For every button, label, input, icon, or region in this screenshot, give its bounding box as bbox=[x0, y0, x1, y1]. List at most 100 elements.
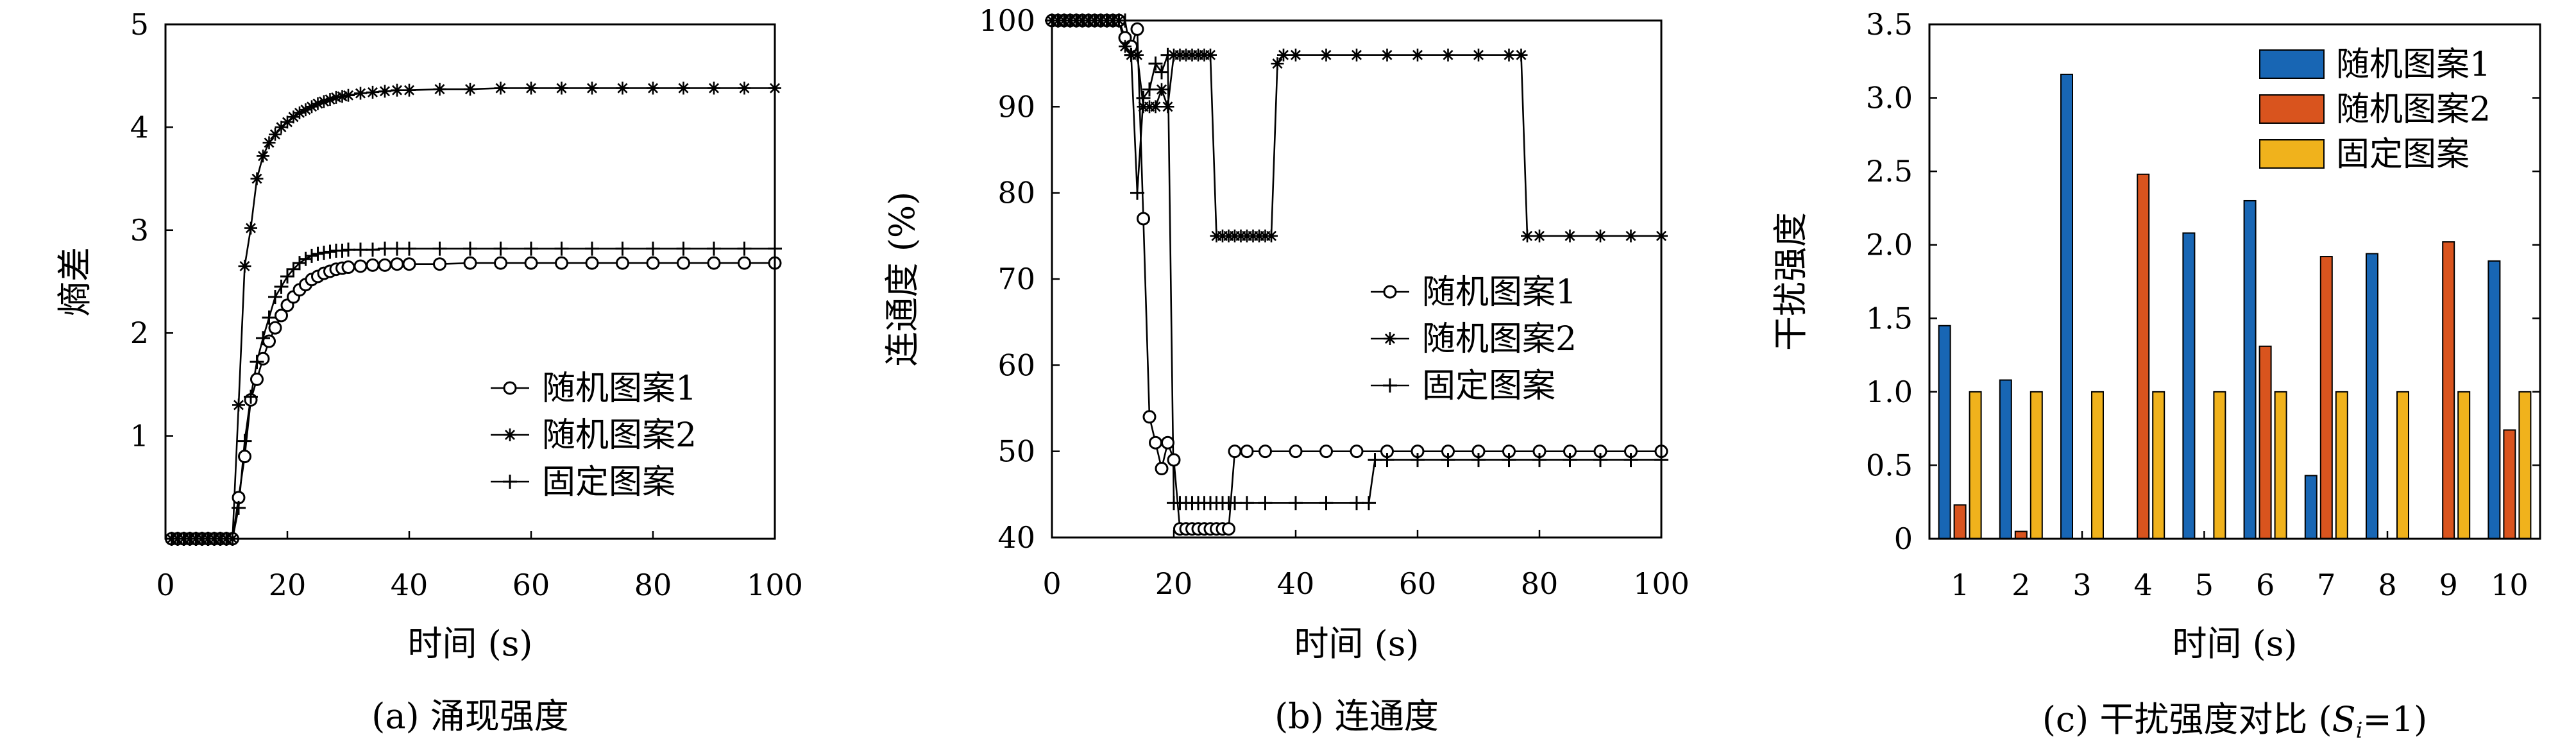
b-y-tick-label: 100 bbox=[979, 3, 1035, 38]
b-series-1-point-arm bbox=[1291, 49, 1301, 60]
a-caption: (a) 涌现强度 bbox=[371, 696, 569, 736]
a-series-2-point bbox=[244, 389, 258, 404]
b-series-0-point bbox=[1258, 444, 1272, 459]
a-series-2-point bbox=[262, 310, 276, 325]
a-series-1-point-arm bbox=[343, 90, 353, 101]
b-series-2-point bbox=[1593, 453, 1607, 468]
a-series-1-point-arm bbox=[392, 85, 402, 96]
b-series-0-point bbox=[1228, 444, 1242, 459]
c-bar-0 bbox=[2304, 475, 2318, 539]
a-series-0-point bbox=[353, 259, 368, 273]
c-y-tick-label: 3.0 bbox=[1866, 81, 1913, 115]
c-legend-label: 随机图案1 bbox=[2336, 46, 2491, 84]
a-series-0-point bbox=[275, 309, 288, 323]
c-x-tick-label: 2 bbox=[2012, 568, 2030, 602]
a-series-2-point bbox=[305, 248, 319, 263]
c-plot-frame bbox=[1928, 23, 2541, 540]
c-y-tick-label: 3.5 bbox=[1866, 7, 1913, 42]
a-series-0-point bbox=[390, 257, 404, 271]
b-series-0-point bbox=[1155, 462, 1169, 476]
a-series-1-point bbox=[647, 81, 659, 95]
a-series-markers bbox=[164, 81, 782, 546]
a-series-1-point-arm bbox=[404, 85, 414, 96]
a-series-2-point bbox=[256, 331, 270, 346]
a-series-1-point-arm bbox=[325, 94, 335, 105]
b-series-1-point bbox=[1161, 100, 1174, 114]
b-series-1-point-arm bbox=[1157, 84, 1167, 95]
a-series-1-point-arm bbox=[556, 83, 567, 94]
a-series-0-point bbox=[646, 256, 660, 270]
a-series-1-point-arm bbox=[495, 83, 506, 94]
b-series-1-point-arm bbox=[1205, 49, 1216, 60]
b-y-tick-label: 50 bbox=[997, 434, 1035, 469]
b-series-1-point-arm bbox=[1473, 49, 1484, 60]
a-series-1-point bbox=[494, 81, 507, 95]
a-series-1-point-arm bbox=[312, 98, 323, 109]
a-series-0-point bbox=[341, 260, 355, 275]
a-series-2-point bbox=[335, 243, 350, 258]
a-x-tick-label: 20 bbox=[269, 568, 307, 602]
a-series-2-point bbox=[317, 246, 331, 260]
b-series-1-point bbox=[1204, 48, 1217, 62]
b-series-1-point-arm bbox=[1564, 230, 1575, 241]
b-series-1-point-arm bbox=[1272, 58, 1283, 69]
a-legend-label: 固定图案 bbox=[542, 463, 675, 502]
a-x-tick-label: 40 bbox=[391, 568, 428, 602]
a-x-tick-label: 100 bbox=[747, 568, 803, 602]
a-series-1-point bbox=[250, 172, 264, 185]
b-x-tick-label: 80 bbox=[1521, 566, 1559, 601]
a-legend-marker bbox=[503, 381, 517, 395]
a-series-0-point bbox=[707, 256, 721, 270]
a-series-1-point-arm bbox=[239, 260, 250, 271]
c-y-axis-label: 干扰强度 bbox=[1770, 212, 1811, 351]
b-series-1-point-arm bbox=[1504, 49, 1514, 60]
b-series-1-point bbox=[1563, 229, 1577, 242]
c-x-tick-label: 7 bbox=[2317, 568, 2335, 602]
a-series-0-point bbox=[524, 256, 538, 270]
c-bar-0 bbox=[2060, 73, 2073, 539]
a-series-1-point-arm bbox=[526, 83, 536, 94]
b-x-axis-label: 时间 (s) bbox=[1294, 623, 1419, 664]
b-series-1-point-arm bbox=[1150, 101, 1161, 112]
b-series-1-point-arm bbox=[1266, 230, 1276, 241]
b-series-1-point-arm bbox=[1522, 230, 1532, 241]
a-series-0-point bbox=[677, 256, 690, 270]
a-series-1-point bbox=[586, 81, 598, 95]
a-series-1-point-arm bbox=[251, 173, 262, 184]
b-legend-marker bbox=[1383, 285, 1397, 299]
a-series-2-point bbox=[353, 242, 368, 257]
b-series-1-point bbox=[1319, 48, 1333, 62]
c-bar-1 bbox=[2014, 530, 2028, 539]
b-series-2-point bbox=[1289, 496, 1303, 511]
a-series-1-point-arm bbox=[678, 83, 689, 94]
c-y-tick-label: 1.0 bbox=[1866, 375, 1913, 409]
b-y-tick-label: 90 bbox=[997, 89, 1035, 124]
b-series-0-point bbox=[1149, 436, 1162, 450]
a-series-1-point bbox=[738, 81, 751, 95]
b-y-tick-label: 60 bbox=[997, 348, 1035, 382]
a-series-1-point-arm bbox=[258, 151, 268, 162]
a-series-1-point bbox=[708, 81, 720, 95]
a-series-2-point bbox=[310, 246, 325, 261]
a-series-0-point bbox=[616, 256, 629, 270]
a-plot-frame bbox=[164, 23, 776, 540]
a-series-0-point bbox=[585, 256, 599, 270]
c-bar-2 bbox=[2518, 391, 2532, 539]
b-series-1-point-arm bbox=[1625, 230, 1636, 241]
a-series-2-point bbox=[378, 241, 392, 256]
a-series-2-point bbox=[707, 241, 721, 256]
c-y-tick-label: 2.0 bbox=[1866, 228, 1913, 262]
b-series-1-point-arm bbox=[1412, 49, 1423, 60]
a-series-1-point-arm bbox=[368, 87, 378, 97]
c-bar-2 bbox=[2396, 391, 2409, 539]
b-series-1-point-arm bbox=[1595, 230, 1606, 241]
a-series-2-point bbox=[737, 241, 752, 256]
a-series-1-point bbox=[555, 81, 568, 95]
b-series-2-point bbox=[1563, 453, 1577, 468]
a-series-2-point bbox=[274, 280, 289, 294]
c-caption-sub: i bbox=[2356, 718, 2363, 743]
a-series-2-point bbox=[298, 251, 313, 266]
